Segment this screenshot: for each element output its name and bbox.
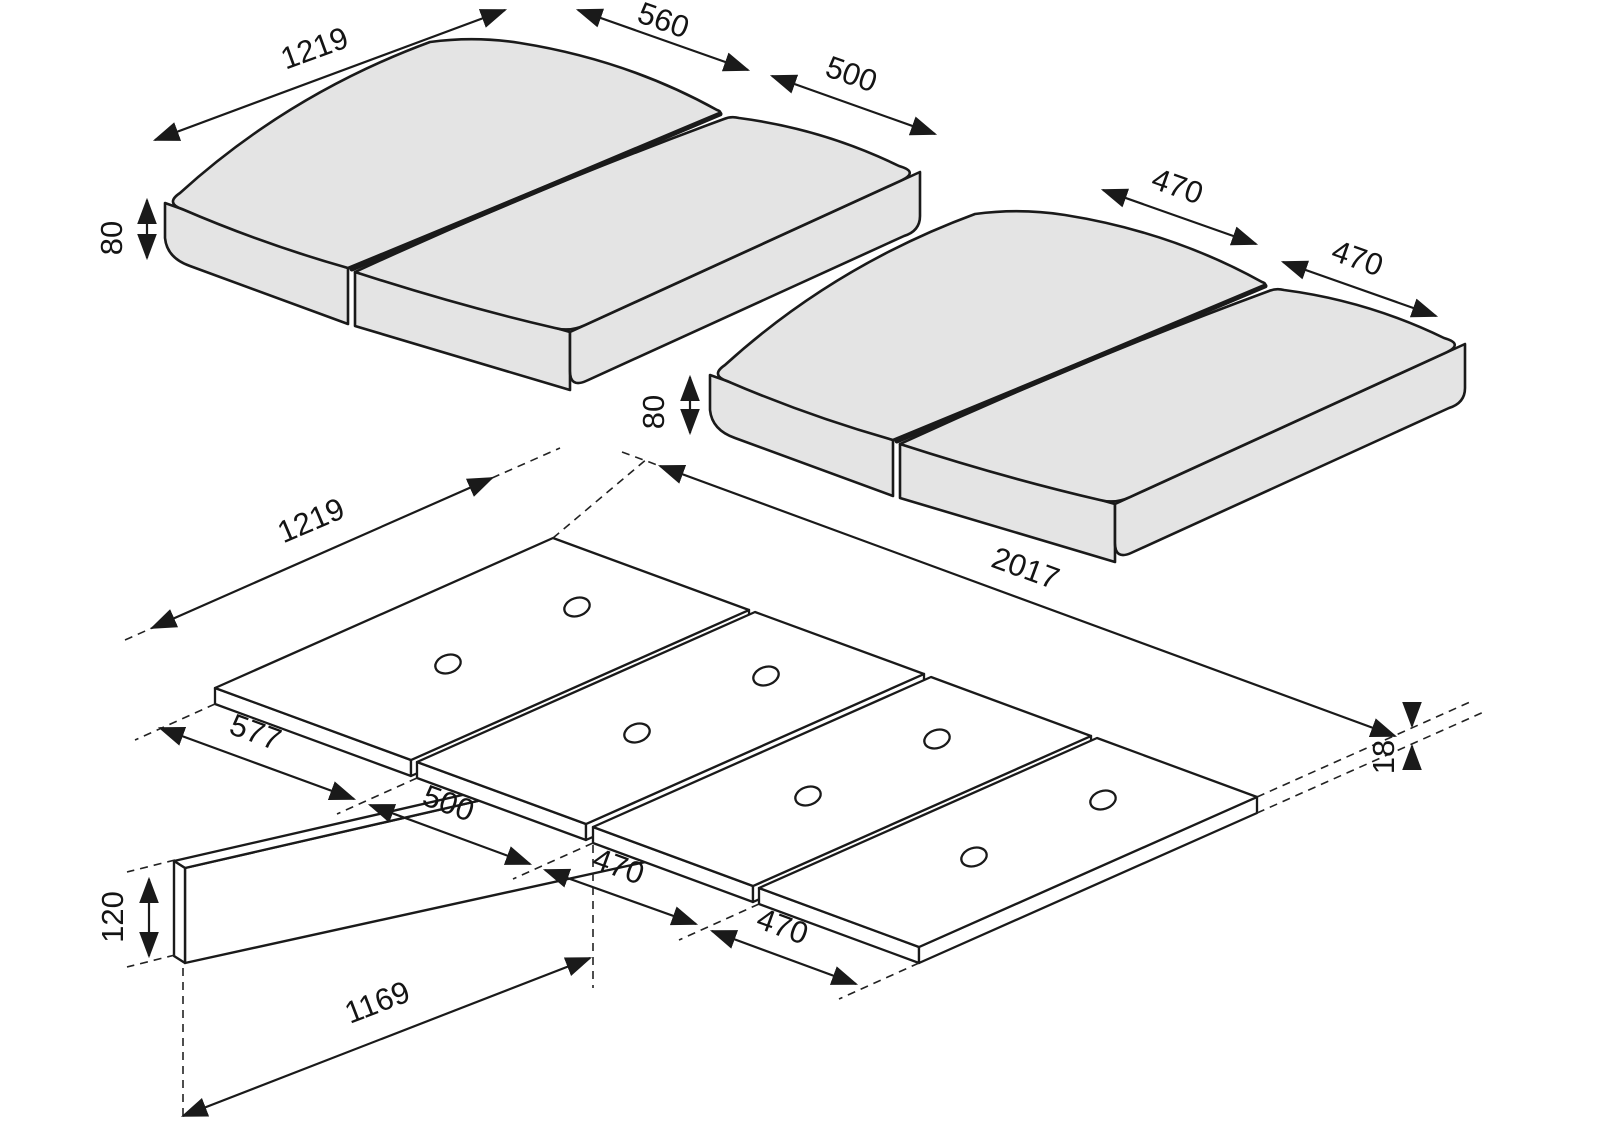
slat-2-hole-a [623,722,651,744]
ext-platform-length-left [124,627,153,641]
dim-line-seg-c [542,868,699,926]
extension-lines [124,447,1487,1122]
dim-line-seg-d [709,929,859,986]
slat-1-hole-b [563,596,591,618]
ext-seg-0 [134,703,216,741]
label-p2-width-b: 470 [1327,233,1387,283]
ext-thickness-top [1256,701,1471,798]
slat-3-hole-a [794,785,822,807]
label-p1-width-b: 500 [821,49,881,99]
dim-line-p1-width-b [769,74,938,136]
ext-rail-height-bottom [126,954,176,968]
ext-total-start [621,451,661,467]
label-rail-length: 1169 [340,974,415,1031]
label-p2-width-a: 470 [1147,161,1207,211]
cushion-a-end-face [163,201,350,326]
label-p2-height: 80 [636,395,671,429]
dimension-lines [137,8,1439,1118]
slat-4 [757,736,1259,965]
label-rail-height: 120 [95,891,130,943]
cushion-b-front-face [568,170,922,385]
label-platform-length: 1219 [272,491,349,550]
dim-line-p1-length [152,8,508,142]
dim-line-p2-width-b [1280,260,1439,318]
dim-line-platform-length [149,476,495,630]
ext-seg-1 [336,777,418,815]
ext-seg-4 [838,962,920,1000]
ext-seg-2 [512,842,594,880]
cushion-fold-line [894,283,1268,444]
ext-platform-length-right [491,447,561,479]
dim-line-seg-a [157,726,357,801]
ext-seg-3 [678,903,760,941]
cushion-pair-left [163,37,922,392]
dim-line-platform-total [657,464,1398,738]
side-rail-end-face [172,859,187,965]
ext-rail-height-top [126,859,176,873]
label-p1-width-a: 560 [633,0,693,45]
cushion-fold-line [349,111,723,272]
label-p1-height: 80 [94,221,129,255]
slat-4-hole-a [960,846,988,868]
dim-line-p1-width-a [575,8,751,72]
slat-4-hole-b [1089,789,1117,811]
label-platform-total: 2017 [987,540,1064,596]
dim-line-p2-width-a [1100,188,1259,246]
label-p1-length: 1219 [276,20,353,76]
dim-line-rail-length [180,956,593,1118]
slat-1-hole-a [434,653,462,675]
cushion-a-top-face [716,209,1267,442]
dim-line-seg-b [367,803,533,866]
ext-slat1-north [552,457,649,539]
label-thickness: 18 [1366,740,1401,774]
